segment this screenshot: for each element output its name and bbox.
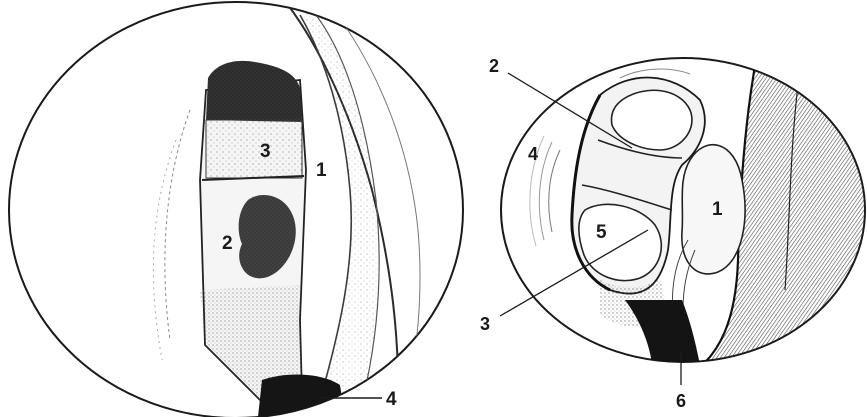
left-structure-4-base <box>258 375 345 417</box>
right-label-1: 1 <box>712 199 723 220</box>
right-label-5: 5 <box>596 222 607 243</box>
left-label-3: 3 <box>260 141 271 162</box>
left-label-4: 4 <box>386 389 397 410</box>
left-label-2: 2 <box>222 233 233 254</box>
right-label-3: 3 <box>480 314 490 334</box>
left-label-1: 1 <box>316 160 327 181</box>
left-structure-3 <box>206 120 302 178</box>
right-label-4: 4 <box>528 144 538 164</box>
left-panel: 3 1 2 4 <box>9 2 463 417</box>
right-label-2: 2 <box>489 56 499 76</box>
right-label-6: 6 <box>676 391 686 411</box>
right-panel: 2 4 1 5 3 6 <box>480 40 867 411</box>
